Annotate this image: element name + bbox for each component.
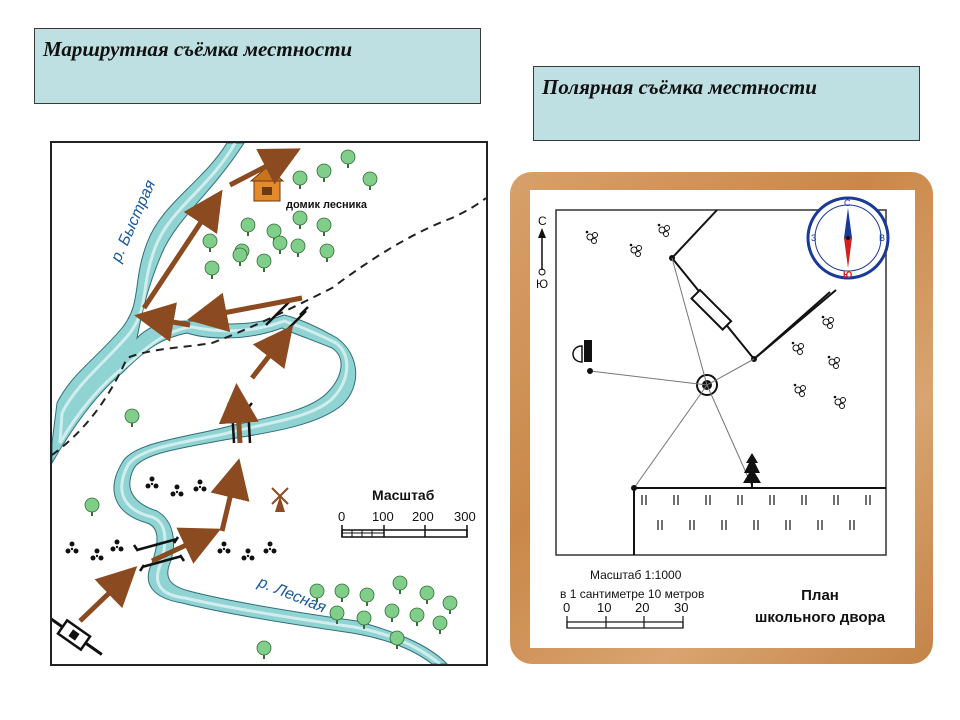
north-label: С <box>538 214 547 228</box>
polar-survey-plan: С Ю <box>530 190 915 648</box>
route-scale-tick-200: 200 <box>412 509 434 524</box>
windmill-icon <box>271 487 289 512</box>
polar-survey-frame: С Ю <box>510 172 933 664</box>
route-scale-bar: Масштаб 0 100 200 300 <box>338 487 476 538</box>
monument-icon <box>572 340 592 363</box>
route-map-svg: домик лесника р. Быстрая р. Лесная <box>48 142 487 666</box>
route-survey-title: Маршрутная съёмка местности <box>43 37 353 61</box>
forester-house-label: домик лесника <box>286 199 368 211</box>
compass-e-label: В <box>879 233 885 243</box>
plan-title-line1: План <box>801 587 839 604</box>
polar-scale-tick-0: 0 <box>563 600 570 615</box>
title-box-polar: Полярная съёмка местности <box>533 66 920 141</box>
polar-scale-line2: в 1 сантиметре 10 метров <box>560 587 704 601</box>
single-tree-icon <box>84 497 100 517</box>
route-scale-tick-100: 100 <box>372 509 394 524</box>
route-scale-tick-300: 300 <box>454 509 476 524</box>
south-label: Ю <box>536 277 548 291</box>
route-scale-title: Масштаб <box>372 487 435 503</box>
polar-scale-tick-10: 10 <box>597 600 611 615</box>
polar-scale-line1: Масштаб 1:1000 <box>590 568 682 582</box>
survey-rays <box>589 257 755 489</box>
bridge-icon <box>132 298 309 572</box>
polar-scale-tick-30: 30 <box>674 600 688 615</box>
route-scale-tick-0: 0 <box>338 509 345 524</box>
river-bystraya <box>51 142 449 665</box>
route-survey-map: домик лесника р. Быстрая р. Лесная <box>48 141 488 666</box>
single-tree-icon <box>124 408 140 428</box>
spruce-tree-icon <box>743 453 761 489</box>
garden-strip <box>633 487 886 555</box>
compass-icon: С Ю З В <box>806 196 890 280</box>
forest-north <box>202 149 378 280</box>
polar-map-svg: С Ю <box>536 209 887 629</box>
start-marker-icon <box>48 616 103 656</box>
compass-w-label: З <box>811 233 816 243</box>
compass-s-label: Ю <box>843 270 852 280</box>
compass-n-label: С <box>844 198 851 208</box>
polar-survey-title: Полярная съёмка местности <box>542 75 817 99</box>
route-arrows <box>78 148 303 623</box>
dashed-road <box>51 197 487 456</box>
polar-scale-tick-20: 20 <box>635 600 649 615</box>
title-box-route: Маршрутная съёмка местности <box>34 28 481 104</box>
polar-scale-bar: Масштаб 1:1000 в 1 сантиметре 10 метров … <box>560 568 704 629</box>
plan-title-line2: школьного двора <box>755 609 886 626</box>
north-arrow: С Ю <box>536 214 548 291</box>
school-building <box>671 209 837 360</box>
